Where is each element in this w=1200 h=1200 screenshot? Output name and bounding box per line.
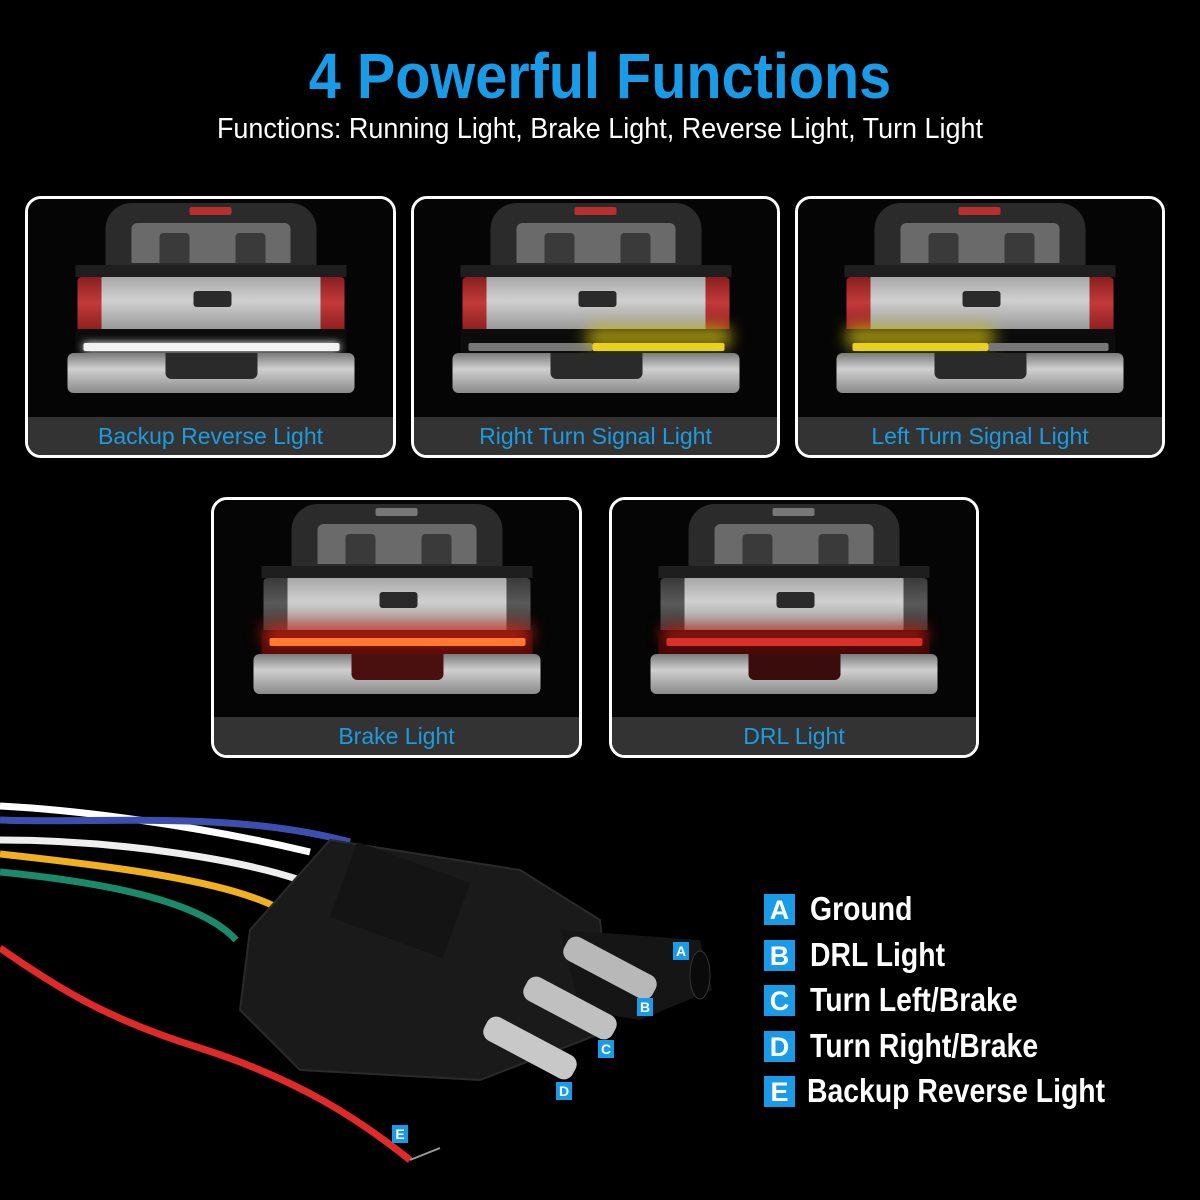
- wiring-harness-icon: [0, 802, 712, 1163]
- led-strip-drl: [666, 638, 923, 646]
- led-strip-white: [83, 343, 339, 351]
- pin-label-a: A: [673, 942, 689, 960]
- truck-image: [214, 500, 579, 719]
- pin-label-e: E: [392, 1125, 408, 1143]
- legend-badge: C: [764, 985, 795, 1016]
- pin-label-b: B: [637, 998, 653, 1016]
- card-caption: Left Turn Signal Light: [798, 417, 1162, 455]
- page-title: 4 Powerful Functions: [308, 40, 892, 112]
- legend-badge: E: [764, 1076, 795, 1107]
- pin-label-d: D: [556, 1082, 572, 1100]
- legend-label: DRL Light: [810, 936, 946, 973]
- led-strip-off: [988, 343, 1109, 351]
- legend-label: Ground: [810, 890, 913, 927]
- connector-plug-image: A B C D E: [0, 780, 740, 1200]
- legend-label: Turn Left/Brake: [810, 981, 1018, 1018]
- truck-image: [28, 199, 393, 419]
- card-caption: DRL Light: [612, 717, 976, 755]
- truck-image: [414, 199, 777, 419]
- led-strip-amber: [592, 343, 724, 351]
- legend-label: Turn Right/Brake: [810, 1027, 1039, 1064]
- function-card-backup-reverse: Backup Reverse Light: [25, 196, 396, 458]
- pin-label-c: C: [598, 1040, 614, 1058]
- legend-badge: D: [764, 1031, 795, 1062]
- legend-badge: A: [764, 894, 795, 925]
- function-card-brake: Brake Light: [211, 497, 582, 758]
- page-subtitle: Functions: Running Light, Brake Light, R…: [216, 113, 984, 145]
- card-caption: Brake Light: [214, 717, 579, 755]
- function-card-left-turn: Left Turn Signal Light: [795, 196, 1165, 458]
- legend-badge: B: [764, 940, 795, 971]
- led-strip-brake: [269, 638, 525, 646]
- card-caption: Right Turn Signal Light: [414, 417, 777, 455]
- legend-label: Backup Reverse Light: [807, 1072, 1106, 1109]
- truck-image: [612, 500, 976, 719]
- card-caption: Backup Reverse Light: [28, 417, 393, 455]
- led-strip-amber: [852, 343, 989, 351]
- function-card-drl: DRL Light: [609, 497, 979, 758]
- function-card-right-turn: Right Turn Signal Light: [411, 196, 780, 458]
- truck-image: [798, 199, 1162, 419]
- led-strip-off: [468, 343, 592, 351]
